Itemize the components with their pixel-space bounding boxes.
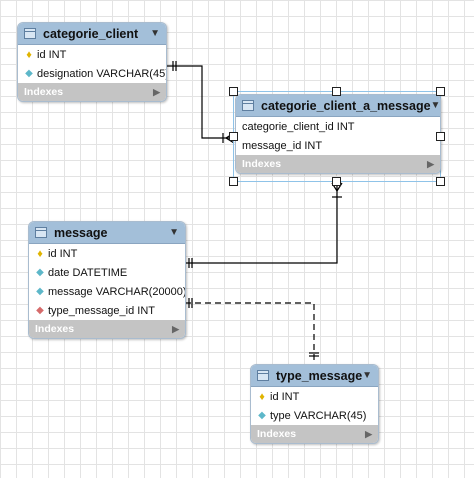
indexes-label: Indexes [257,428,297,440]
key-icon: ♦ [26,48,32,61]
table-title: type_message [276,368,363,383]
column-row[interactable]: categorie_client_id INT [236,117,440,136]
table-message[interactable]: message ▼ ♦ id INT ◆ date DATETIME ◆ mes… [28,221,186,339]
resize-handle-top[interactable] [332,87,341,96]
table-icon [35,227,47,238]
relationship-message-to-association[interactable] [185,182,343,268]
resize-handle-left[interactable] [229,132,238,141]
column-label: designation VARCHAR(45) [37,67,167,80]
indexes-label: Indexes [35,323,75,335]
table-header[interactable]: type_message ▼ [251,365,378,387]
collapse-arrow-icon[interactable]: ▼ [169,227,179,238]
table-title: categorie_client_a_message [261,98,431,113]
column-label: type VARCHAR(45) [270,409,367,422]
indexes-label: Indexes [242,158,282,170]
expand-arrow-icon[interactable]: ▶ [365,428,372,439]
collapse-arrow-icon[interactable]: ▼ [150,28,160,39]
table-icon [242,100,254,111]
resize-handle-top-left[interactable] [229,87,238,96]
table-header[interactable]: categorie_client_a_message ▼ [236,95,440,117]
table-categorie-client[interactable]: categorie_client ▼ ♦ id INT ◆ designatio… [17,22,167,102]
table-title: categorie_client [43,26,139,41]
table-icon [24,28,36,39]
expand-arrow-icon[interactable]: ▶ [153,86,160,97]
column-row[interactable]: ♦ id INT [18,45,166,64]
column-row[interactable]: ◆ designation VARCHAR(45) [18,64,166,83]
column-label: categorie_client_id INT [242,120,355,133]
column-label: type_message_id INT [48,304,155,317]
table-categorie-client-a-message[interactable]: categorie_client_a_message ▼ categorie_c… [235,94,441,174]
relationship-categorie-client-to-association[interactable] [167,61,235,144]
column-icon: ◆ [258,410,266,421]
resize-handle-right[interactable] [436,132,445,141]
resize-handle-bottom-left[interactable] [229,177,238,186]
column-label: message_id INT [242,139,323,152]
table-title: message [54,225,108,240]
table-type-message[interactable]: type_message ▼ ♦ id INT ◆ type VARCHAR(4… [250,364,379,444]
indexes-section[interactable]: Indexes ▶ [18,83,166,101]
indexes-section[interactable]: Indexes ▶ [29,320,185,338]
key-icon: ♦ [259,390,265,403]
column-label: id INT [37,48,67,61]
column-icon: ◆ [36,286,44,297]
resize-handle-bottom-right[interactable] [436,177,445,186]
column-icon: ◆ [25,68,33,79]
column-row[interactable]: ◆ type_message_id INT [29,301,185,320]
resize-handle-top-right[interactable] [436,87,445,96]
expand-arrow-icon[interactable]: ▶ [427,158,434,169]
column-icon: ◆ [36,267,44,278]
indexes-section[interactable]: Indexes ▶ [251,425,378,443]
column-label: id INT [48,247,78,260]
indexes-label: Indexes [24,86,64,98]
resize-handle-bottom[interactable] [332,177,341,186]
indexes-section[interactable]: Indexes ▶ [236,155,440,173]
column-row[interactable]: message_id INT [236,136,440,155]
expand-arrow-icon[interactable]: ▶ [172,323,179,334]
relationship-message-to-type-message[interactable] [185,298,319,364]
foreign-key-icon: ◆ [36,305,44,316]
column-label: id INT [270,390,300,403]
table-header[interactable]: message ▼ [29,222,185,244]
column-row[interactable]: ◆ date DATETIME [29,263,185,282]
table-icon [257,370,269,381]
collapse-arrow-icon[interactable]: ▼ [362,370,373,381]
column-row[interactable]: ◆ type VARCHAR(45) [251,406,378,425]
column-label: date DATETIME [48,266,128,279]
column-row[interactable]: ◆ message VARCHAR(20000) [29,282,185,301]
collapse-arrow-icon[interactable]: ▼ [430,100,441,111]
key-icon: ♦ [37,247,43,260]
column-row[interactable]: ♦ id INT [29,244,185,263]
table-header[interactable]: categorie_client ▼ [18,23,166,45]
column-label: message VARCHAR(20000) [48,285,186,298]
column-row[interactable]: ♦ id INT [251,387,378,406]
